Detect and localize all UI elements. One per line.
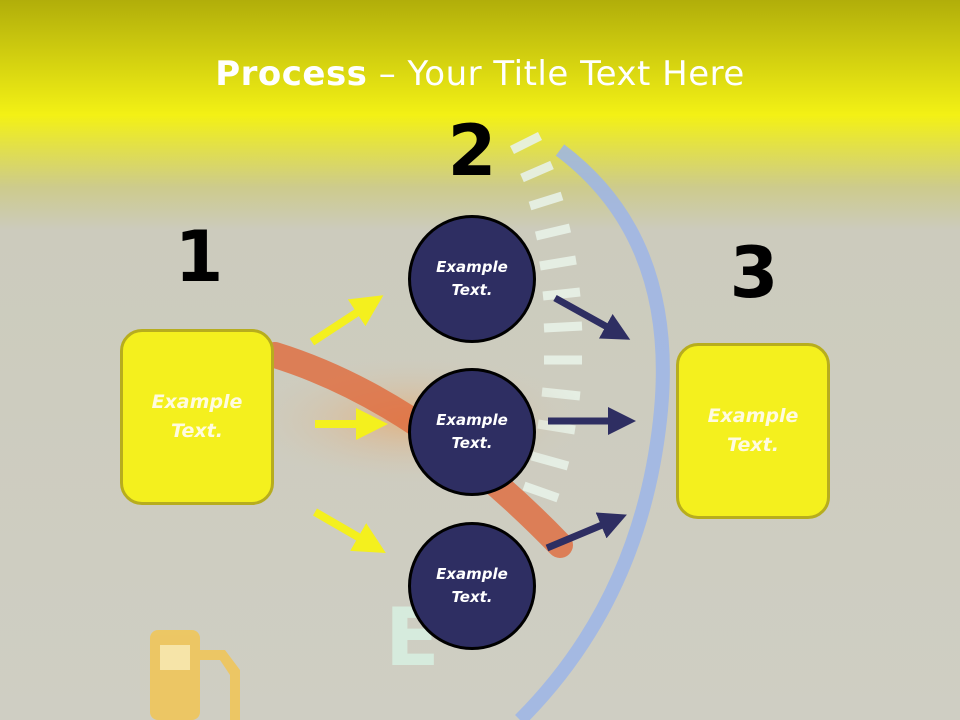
step-number-1: 1: [174, 216, 224, 298]
step-2-text-top: Example Text.: [436, 258, 508, 299]
step-2-circle-top: Example Text.: [408, 215, 536, 343]
step-1-text: Example Text.: [151, 391, 243, 442]
arrow-2-bottom-to-3: [545, 512, 627, 552]
step-2-text-bottom: Example Text.: [436, 565, 508, 606]
title-bold: Process: [215, 54, 368, 94]
step-2-text-middle: Example Text.: [436, 411, 508, 452]
step-number-2: 2: [447, 110, 497, 192]
step-2-circle-bottom: Example Text.: [408, 522, 536, 650]
arrow-1-to-2-bottom: [312, 508, 386, 554]
arrow-1-to-2-top: [309, 295, 384, 346]
step-2-circle-middle: Example Text.: [408, 368, 536, 496]
step-1-box: Example Text.: [120, 329, 274, 505]
step-3-text: Example Text.: [707, 405, 799, 456]
title-rest: – Your Title Text Here: [367, 54, 745, 94]
step-number-3: 3: [729, 232, 779, 314]
arrow-2-top-to-3: [553, 294, 631, 340]
step-3-box: Example Text.: [676, 343, 830, 519]
page-title: Process – Your Title Text Here: [0, 52, 960, 96]
